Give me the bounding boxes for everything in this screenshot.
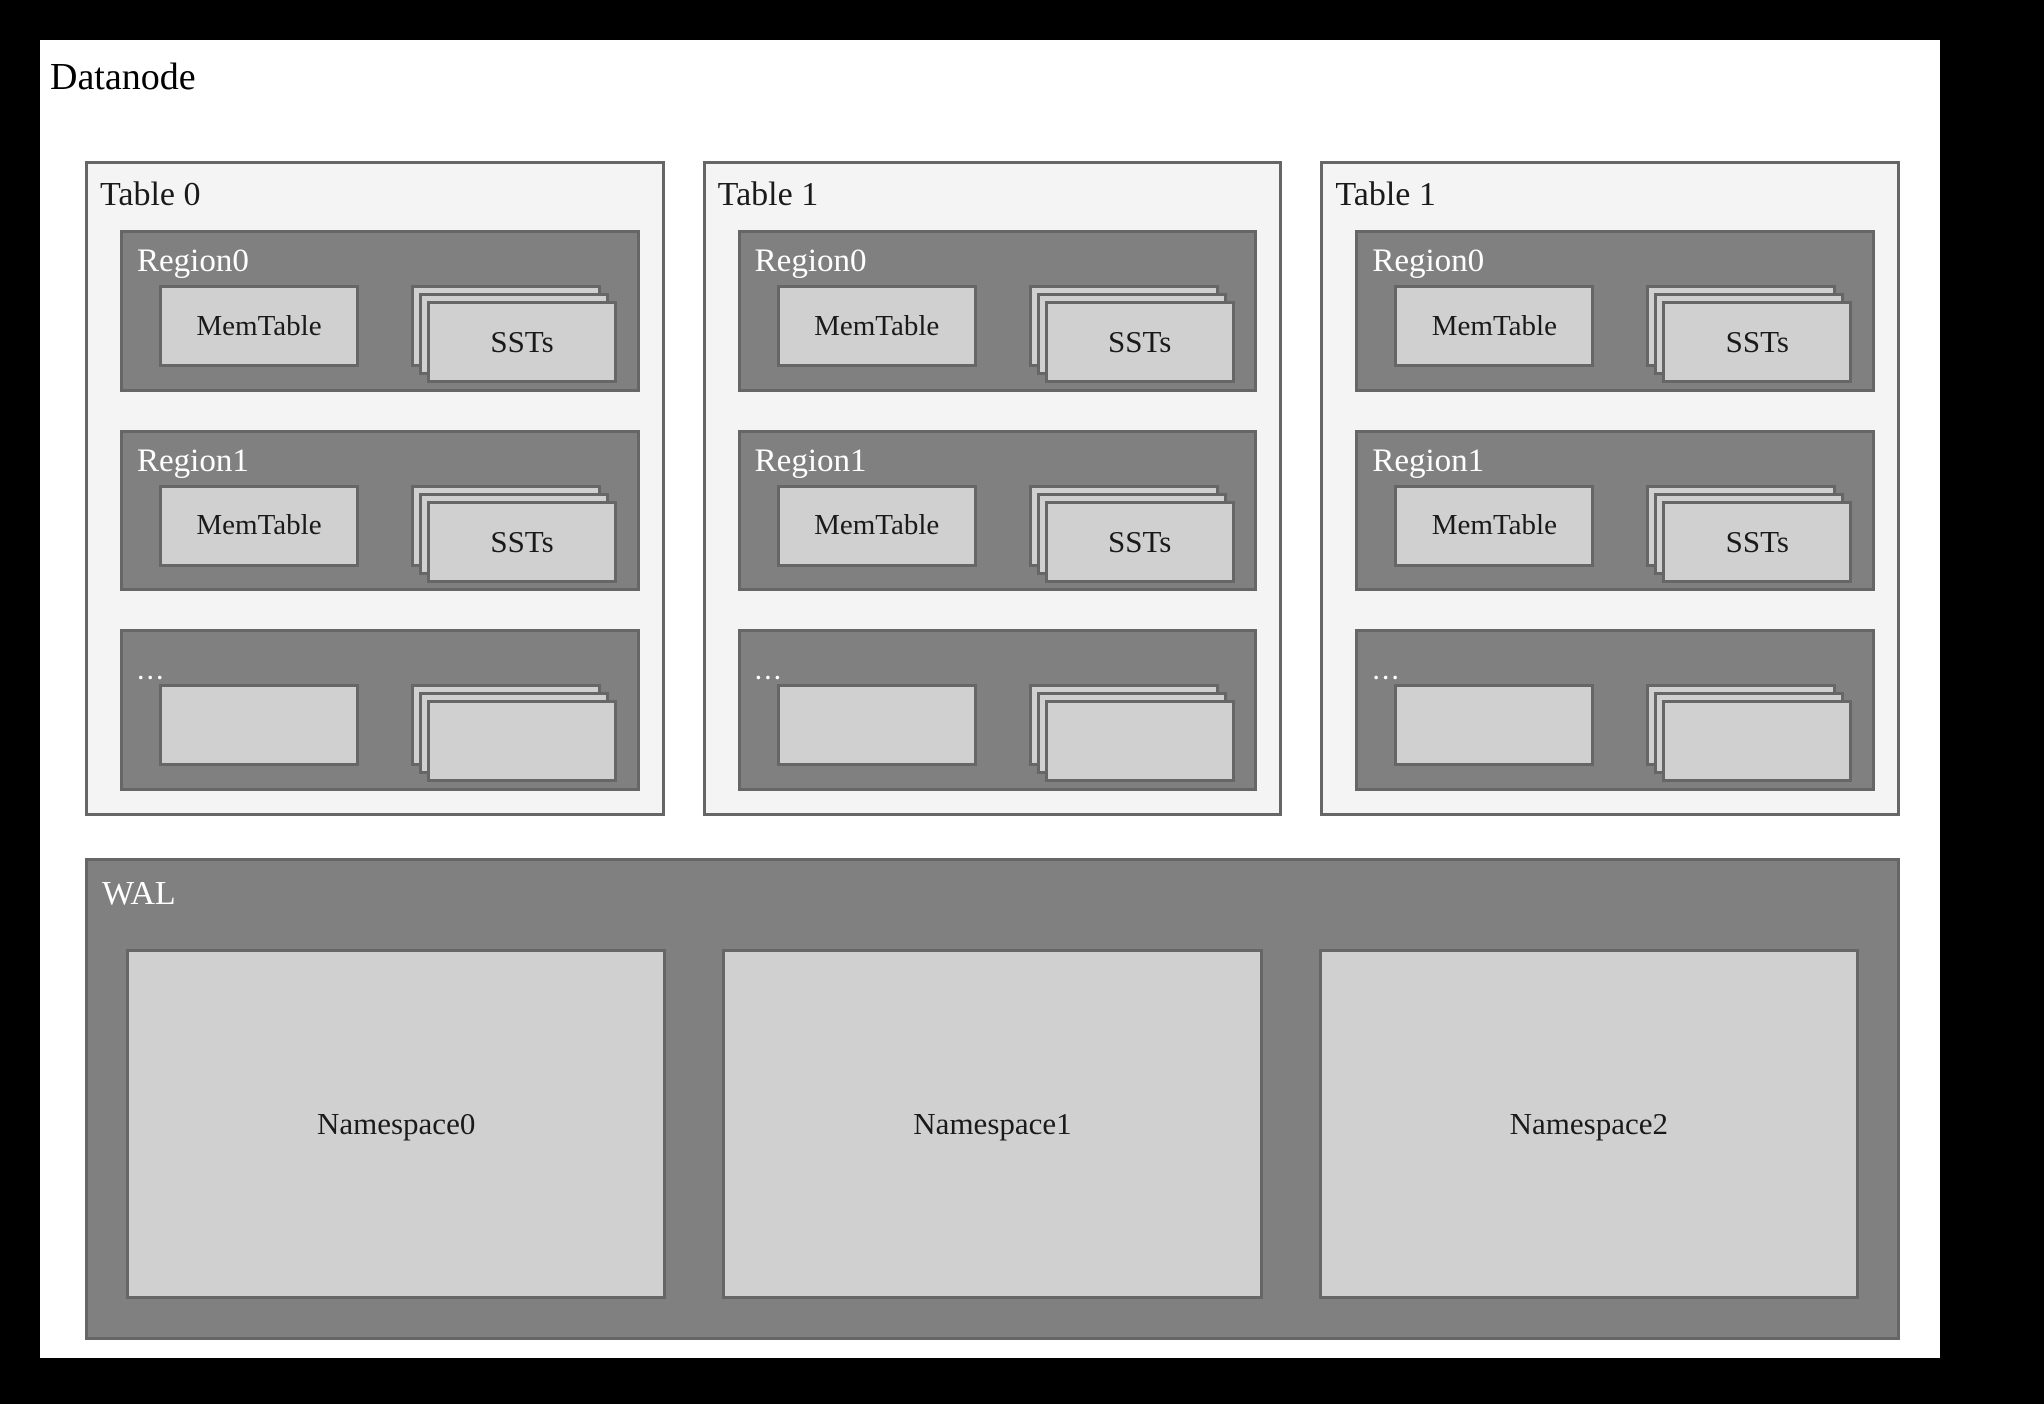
region-label: Region0 bbox=[137, 243, 249, 279]
region-label: Region1 bbox=[137, 442, 249, 479]
region-block[interactable]: Region0 MemTable SSTs bbox=[737, 230, 1258, 392]
region-ellipsis-label: ... bbox=[137, 653, 166, 687]
memtable-box[interactable]: MemTable bbox=[1394, 484, 1595, 567]
sst-stack[interactable]: SSTs bbox=[411, 484, 617, 585]
namespace-box[interactable]: Namespace0 bbox=[126, 949, 667, 1299]
memtable-box[interactable]: MemTable bbox=[1394, 285, 1595, 367]
wal-panel[interactable]: WAL Namespace0 Namespace1 Namespace2 bbox=[85, 858, 1900, 1340]
sst-stack[interactable]: SSTs bbox=[1646, 285, 1853, 385]
regions-list: Region0 MemTable SSTs Region1 MemTable bbox=[120, 230, 640, 792]
namespace-box[interactable]: Namespace2 bbox=[1318, 949, 1859, 1299]
memtable-box[interactable]: MemTable bbox=[776, 484, 977, 567]
memtable-box-empty[interactable] bbox=[1394, 684, 1595, 767]
sst-stack-empty[interactable] bbox=[1646, 684, 1853, 784]
region-block-ellipsis[interactable]: ... bbox=[1355, 629, 1876, 792]
table-title: Table 1 bbox=[1335, 176, 1436, 213]
memtable-box[interactable]: MemTable bbox=[776, 285, 977, 367]
memtable-box-empty[interactable] bbox=[159, 684, 359, 767]
memtable-box[interactable]: MemTable bbox=[159, 285, 359, 367]
region-body: MemTable SSTs bbox=[1358, 484, 1872, 583]
namespace-box[interactable]: Namespace1 bbox=[722, 949, 1263, 1299]
region-block[interactable]: Region1 MemTable SSTs bbox=[1355, 429, 1876, 592]
region-block[interactable]: Region1 MemTable SSTs bbox=[737, 429, 1258, 592]
memtable-box-empty[interactable] bbox=[776, 684, 977, 767]
region-block[interactable]: Region1 MemTable SSTs bbox=[120, 429, 640, 592]
sst-layer-front[interactable]: SSTs bbox=[1044, 301, 1235, 383]
sst-layer-front[interactable]: SSTs bbox=[1662, 301, 1853, 383]
region-label: Region1 bbox=[1372, 442, 1485, 479]
table-panel-0[interactable]: Table 0 Region0 MemTable SSTs Region1 bbox=[85, 161, 665, 816]
sst-stack-empty[interactable] bbox=[1028, 684, 1235, 784]
region-body: MemTable SSTs bbox=[123, 484, 637, 583]
table-panel-1[interactable]: Table 1 Region0 MemTable SSTs Region1 bbox=[702, 161, 1283, 816]
sst-layer-front[interactable]: SSTs bbox=[1044, 500, 1235, 583]
wal-label: WAL bbox=[102, 875, 176, 912]
sst-stack-empty[interactable] bbox=[411, 684, 617, 784]
sst-layer-front[interactable]: SSTs bbox=[427, 500, 617, 583]
memtable-box[interactable]: MemTable bbox=[159, 484, 359, 567]
sst-stack[interactable]: SSTs bbox=[1028, 285, 1235, 385]
region-block[interactable]: Region0 MemTable SSTs bbox=[120, 230, 640, 392]
region-label: Region0 bbox=[754, 243, 867, 279]
region-label: Region0 bbox=[1372, 243, 1485, 279]
region-label: Region1 bbox=[754, 442, 867, 479]
region-block[interactable]: Region0 MemTable SSTs bbox=[1355, 230, 1876, 392]
sst-layer-front[interactable] bbox=[1044, 700, 1235, 783]
sst-layer-front[interactable]: SSTs bbox=[1662, 500, 1853, 583]
region-body bbox=[123, 684, 637, 783]
table-title: Table 1 bbox=[717, 176, 819, 213]
region-body: MemTable SSTs bbox=[1358, 285, 1872, 383]
sst-layer-front[interactable] bbox=[427, 700, 617, 783]
region-body: MemTable SSTs bbox=[123, 285, 637, 383]
sst-stack[interactable]: SSTs bbox=[1028, 484, 1235, 585]
region-block-ellipsis[interactable]: ... bbox=[737, 629, 1258, 792]
region-body: MemTable SSTs bbox=[741, 484, 1255, 583]
table-title: Table 0 bbox=[100, 176, 201, 213]
region-body bbox=[741, 684, 1255, 783]
table-panel-2[interactable]: Table 1 Region0 MemTable SSTs Region1 bbox=[1320, 161, 1901, 816]
regions-list: Region0 MemTable SSTs Region1 MemTable bbox=[1355, 230, 1876, 792]
sst-layer-front[interactable]: SSTs bbox=[427, 301, 617, 383]
datanode-title: Datanode bbox=[50, 56, 196, 98]
namespace-list: Namespace0 Namespace1 Namespace2 bbox=[126, 949, 1859, 1299]
region-body: MemTable SSTs bbox=[741, 285, 1255, 383]
region-ellipsis-label: ... bbox=[1372, 653, 1401, 687]
datanode-canvas: Datanode Table 0 Region0 MemTable SSTs bbox=[40, 40, 1940, 1358]
region-ellipsis-label: ... bbox=[754, 653, 784, 687]
sst-stack[interactable]: SSTs bbox=[1646, 484, 1853, 585]
region-block-ellipsis[interactable]: ... bbox=[120, 629, 640, 792]
sst-layer-front[interactable] bbox=[1662, 700, 1853, 783]
tables-row: Table 0 Region0 MemTable SSTs Region1 bbox=[85, 161, 1901, 816]
region-body bbox=[1358, 684, 1872, 783]
regions-list: Region0 MemTable SSTs Region1 MemTable bbox=[737, 230, 1258, 792]
sst-stack[interactable]: SSTs bbox=[411, 285, 617, 385]
